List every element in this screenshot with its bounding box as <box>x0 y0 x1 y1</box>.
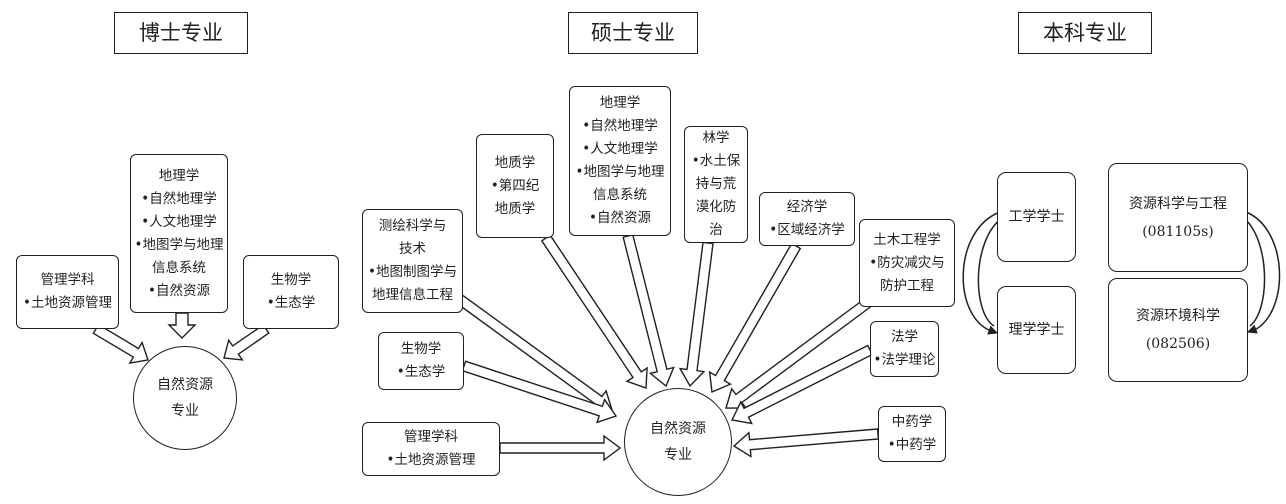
box-line: 地理学 <box>158 167 200 184</box>
master-box-tcm: 中药学 •中药学 <box>878 406 946 462</box>
box-line: 管理学科 <box>404 429 458 445</box>
center-line: 自然资源 <box>650 421 706 437</box>
box-line: •地图制图学与 <box>368 264 457 280</box>
box-line: •地图学与地理 <box>134 236 224 253</box>
center-line: 自然资源 <box>157 377 213 393</box>
box-line: •自然资源 <box>148 282 210 299</box>
box-line: •生态学 <box>266 295 316 311</box>
arrow-doctor-biology <box>223 323 270 361</box>
box-line: 持与荒 <box>695 176 737 192</box>
header-bachelor: 本科专业 <box>1018 12 1152 54</box>
arrow-master-tcm <box>732 428 880 458</box>
box-line: 地质学 <box>494 154 536 171</box>
box-line: 地理学 <box>599 95 641 111</box>
box-line: •土地资源管理 <box>386 452 476 468</box>
doctor-center-natural-resources: 自然资源 专业 <box>133 346 237 450</box>
arrow-master-civil-engineering <box>725 293 878 409</box>
doctor-box-management: 管理学科 •土地资源管理 <box>16 255 119 329</box>
box-line: •自然资源 <box>589 210 651 226</box>
box-line: •自然地理学 <box>141 190 217 207</box>
box-line: (082506) <box>1145 336 1211 352</box>
master-box-geography: 地理学 •自然地理学 •人文地理学 •地图学与地理 信息系统 •自然资源 <box>569 86 671 236</box>
arrow-master-geology <box>540 234 648 389</box>
arrow-master-geography <box>622 233 675 388</box>
bachelor-box-resource-engineering: 资源科学与工程 (081105s) <box>1108 163 1248 272</box>
box-line: 法学 <box>891 329 918 345</box>
master-box-forestry: 林学 •水土保 持与荒 漠化防 治 <box>684 126 748 243</box>
connector-right-outer <box>1245 211 1281 333</box>
box-line: 理学学士 <box>1008 322 1065 338</box>
box-line: 测绘科学与 <box>378 218 447 234</box>
bachelor-box-science: 理学学士 <box>997 286 1076 374</box>
box-line: 土木工程学 <box>873 231 941 248</box>
master-box-management: 管理学科 •土地资源管理 <box>362 422 500 476</box>
arrow-master-biology <box>461 360 618 424</box>
header-doctor: 博士专业 <box>114 12 248 54</box>
master-box-civil-engineering: 土木工程学 •防灾减灾与 防护工程 <box>859 219 955 307</box>
box-line: •区域经济学 <box>769 222 845 238</box>
box-line: •自然地理学 <box>582 118 658 134</box>
doctor-box-geography: 地理学 •自然地理学 •人文地理学 •地图学与地理 信息系统 •自然资源 <box>130 154 228 313</box>
connector-left-inner <box>977 217 1003 327</box>
box-line: 信息系统 <box>593 187 647 203</box>
box-line: 治 <box>709 222 723 238</box>
box-line: •水土保 <box>691 153 741 169</box>
box-line: 工学学士 <box>1008 209 1065 225</box>
box-line: 地理信息工程 <box>372 287 453 303</box>
arrow-master-law <box>730 344 874 425</box>
master-box-geology: 地质学 •第四纪 地质学 <box>476 134 554 238</box>
connector-right-outer-arrowhead <box>1246 324 1258 334</box>
doctor-box-biology: 生物学 •生态学 <box>243 255 339 329</box>
arrow-master-economics <box>708 242 802 394</box>
arrow-doctor-geography <box>167 312 197 339</box>
box-line: •人文地理学 <box>582 141 658 157</box>
box-line: •第四纪 <box>490 177 540 194</box>
box-line: (081105s) <box>1142 223 1214 240</box>
box-line: 资源科学与工程 <box>1129 195 1227 212</box>
box-line: •地图学与地理 <box>575 164 665 180</box>
bachelor-box-engineering: 工学学士 <box>997 172 1076 262</box>
box-line: 林学 <box>702 130 730 146</box>
box-line: 中药学 <box>891 414 933 430</box>
box-line: 漠化防 <box>695 199 737 215</box>
arrow-master-management <box>499 434 622 462</box>
arrow-doctor-management <box>92 323 149 365</box>
box-line: •中药学 <box>887 437 937 453</box>
box-line: 防护工程 <box>880 277 934 294</box>
master-box-biology: 生物学 •生态学 <box>378 332 464 390</box>
master-box-law: 法学 •法学理论 <box>870 321 939 377</box>
connector-right-inner <box>1245 219 1266 327</box>
bachelor-box-resource-environment: 资源环境科学 (082506) <box>1108 278 1248 382</box>
connector-left-outer-arrowhead <box>987 325 999 335</box>
box-line: 信息系统 <box>152 259 206 276</box>
box-line: •防灾减灾与 <box>869 254 945 271</box>
master-box-surveying: 测绘科学与 技术 •地图制图学与 地理信息工程 <box>362 209 463 313</box>
master-center-natural-resources: 自然资源 专业 <box>624 388 732 496</box>
box-line: 生物学 <box>400 341 442 357</box>
box-line: 地质学 <box>494 200 536 217</box>
box-line: 管理学科 <box>40 272 95 288</box>
box-line: •土地资源管理 <box>23 295 112 311</box>
center-line: 专业 <box>664 447 692 463</box>
header-master: 硕士专业 <box>568 12 698 54</box>
box-line: •法学理论 <box>873 352 936 368</box>
box-line: 生物学 <box>270 272 312 288</box>
box-line: 技术 <box>399 241 426 257</box>
master-box-economics: 经济学 •区域经济学 <box>759 192 855 246</box>
box-line: •生态学 <box>396 364 446 380</box>
center-line: 专业 <box>171 403 199 419</box>
box-line: 经济学 <box>786 199 828 215</box>
box-line: •人文地理学 <box>141 213 217 230</box>
arrow-master-forestry <box>678 241 714 388</box>
connector-left-outer <box>962 211 1001 333</box>
box-line: 资源环境科学 <box>1136 308 1220 324</box>
